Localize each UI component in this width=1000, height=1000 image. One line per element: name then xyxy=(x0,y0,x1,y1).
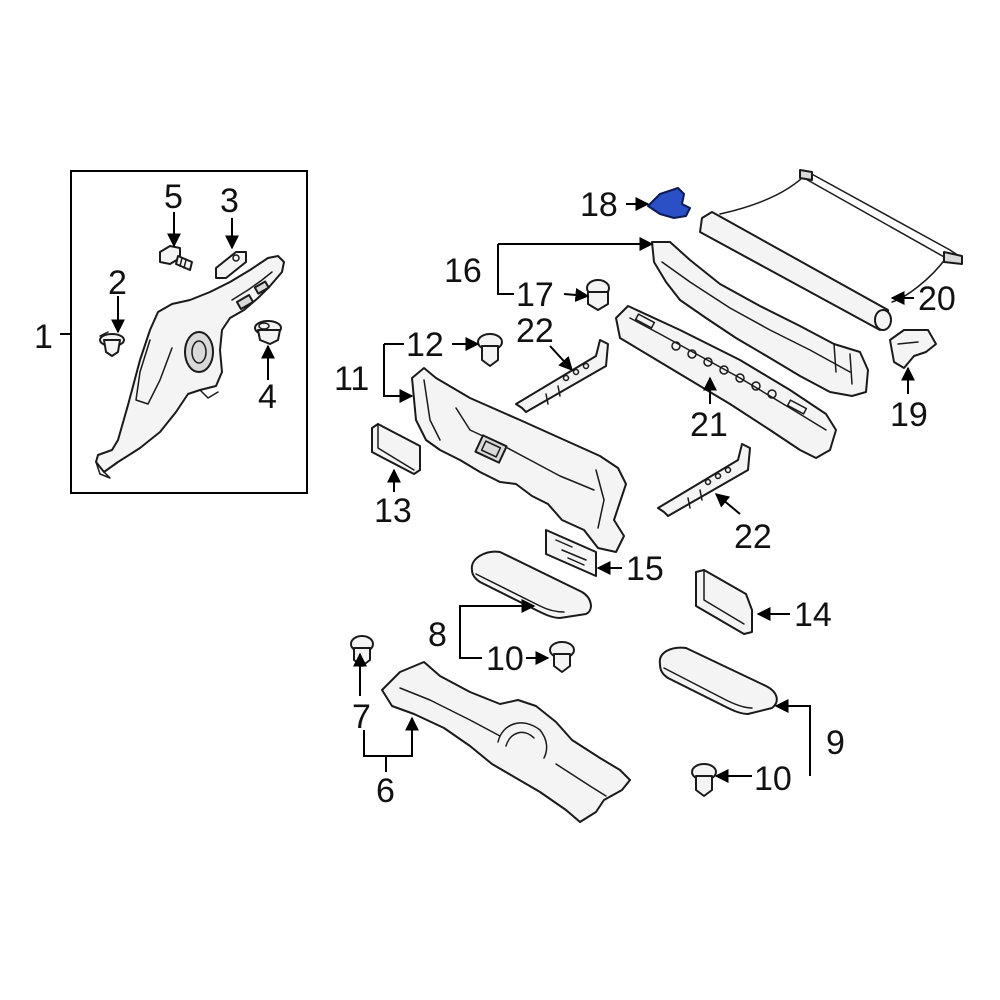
callout-8: 8 xyxy=(428,616,447,654)
part-4-grommet[interactable] xyxy=(254,320,282,345)
callout-11: 11 xyxy=(334,360,369,398)
callout-22-upper: 22 xyxy=(516,312,554,350)
part-20-cargo-cover[interactable] xyxy=(699,169,963,331)
callout-22-lower: 22 xyxy=(734,518,772,556)
callout-4: 4 xyxy=(258,378,277,416)
part-10-clip-b[interactable] xyxy=(691,763,717,797)
callout-9: 9 xyxy=(826,724,845,762)
part-14-cover-pad[interactable] xyxy=(695,569,753,635)
part-22-bracket-upper[interactable] xyxy=(515,339,609,413)
callout-14: 14 xyxy=(794,596,832,634)
part-9-floor-lid[interactable] xyxy=(658,646,778,715)
part-10-clip-a[interactable] xyxy=(549,641,575,673)
callout-13: 13 xyxy=(374,492,412,530)
part-22-bracket-lower[interactable] xyxy=(657,443,751,517)
callout-19: 19 xyxy=(890,396,928,434)
part-7-clip[interactable] xyxy=(350,635,374,667)
callout-10-lower: 10 xyxy=(754,760,792,798)
part-5-bolt[interactable] xyxy=(159,245,193,271)
group-box-part-1 xyxy=(70,170,308,494)
callout-12: 12 xyxy=(406,326,444,364)
callout-5: 5 xyxy=(164,178,183,216)
callout-6: 6 xyxy=(376,772,395,810)
part-8-floor-lid[interactable] xyxy=(470,550,592,619)
callout-16: 16 xyxy=(444,252,482,290)
part-19-end-cap[interactable] xyxy=(889,329,937,369)
part-17-clip[interactable] xyxy=(586,279,610,311)
callout-10-upper: 10 xyxy=(486,640,524,678)
callout-2: 2 xyxy=(108,264,127,302)
part-15-label[interactable] xyxy=(545,529,597,577)
part-6-sill-plate[interactable] xyxy=(381,661,631,823)
callout-17: 17 xyxy=(516,276,554,314)
part-21-crossmember[interactable] xyxy=(615,305,837,459)
part-2-clip[interactable] xyxy=(99,331,125,357)
part-12-clip[interactable] xyxy=(477,333,503,367)
part-18-shape xyxy=(647,187,691,219)
part-18-cover-highlighted[interactable] xyxy=(647,187,691,219)
callout-1: 1 xyxy=(34,318,53,356)
part-3-bracket[interactable] xyxy=(215,251,247,279)
part-11-rear-panel-trim[interactable] xyxy=(411,367,627,553)
callout-18: 18 xyxy=(580,186,618,224)
callout-21: 21 xyxy=(690,406,728,444)
callout-3: 3 xyxy=(220,182,239,220)
callout-15: 15 xyxy=(626,550,664,588)
part-1-quarter-trim-panel[interactable] xyxy=(95,255,285,479)
part-13-pad[interactable] xyxy=(371,423,421,475)
part-16-side-rail[interactable] xyxy=(651,241,869,397)
callout-7: 7 xyxy=(352,698,371,736)
callout-20: 20 xyxy=(918,280,956,318)
